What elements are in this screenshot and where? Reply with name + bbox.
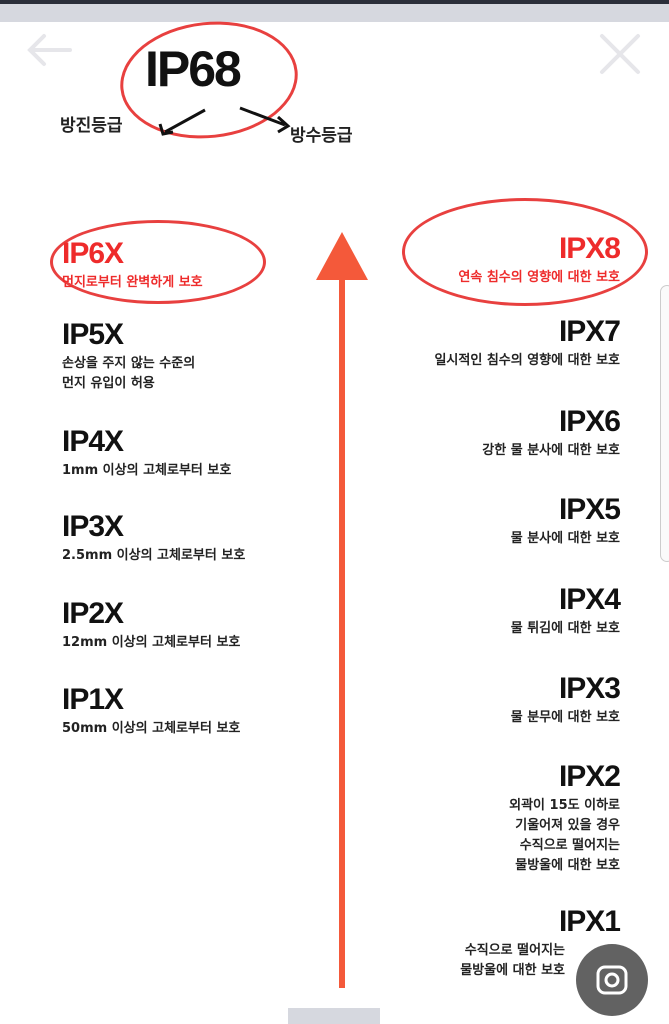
ipx8-code: IPX8 (558, 232, 621, 265)
status-bar (0, 0, 669, 4)
ipx3-description: 물 분무에 대한 보호 (510, 710, 620, 725)
ip5x-description: 손상을 주지 않는 수준의 (62, 356, 196, 371)
ipx5-code: IPX5 (558, 493, 621, 526)
ipx8-highlight-circle (402, 198, 648, 306)
bottom-bar (288, 1008, 380, 1024)
ip5x-description: 먼지 유입이 허용 (62, 376, 155, 391)
ipx8-description: 연속 침수의 영향에 대한 보호 (458, 270, 620, 285)
ipx2-description: 기울어져 있을 경우 (515, 818, 620, 833)
ipx5-description: 물 분사에 대한 보호 (510, 531, 620, 546)
water-rating-label: 방수등급 (290, 126, 353, 146)
ipx7-code: IPX7 (558, 315, 621, 348)
ipx2-description: 외곽이 15도 이하로 (509, 798, 620, 813)
ip1x-code: IP1X (62, 683, 124, 716)
page-title: IP68 (145, 41, 242, 97)
ipx2-description: 물방울에 대한 보호 (515, 858, 620, 873)
ip6x-highlight-circle (50, 220, 266, 304)
ipx4-code: IPX4 (558, 583, 621, 616)
scroll-handle[interactable] (660, 285, 669, 562)
screenshot-camera-icon (596, 965, 628, 995)
ip4x-code: IP4X (62, 425, 124, 458)
ip3x-code: IP3X (62, 510, 124, 543)
ipx6-description: 강한 물 분사에 대한 보호 (482, 443, 620, 458)
top-bar (0, 4, 669, 22)
branch-arrows (158, 106, 291, 136)
ip6x-code: IP6X (62, 237, 124, 270)
ip2x-description: 12mm 이상의 고체로부터 보호 (62, 635, 241, 650)
ipx3-code: IPX3 (558, 672, 621, 705)
ip1x-description: 50mm 이상의 고체로부터 보호 (62, 721, 241, 736)
ip3x-description: 2.5mm 이상의 고체로부터 보호 (62, 548, 246, 563)
ipx6-code: IPX6 (558, 405, 621, 438)
ip6x-description: 먼지로부터 완벽하게 보호 (62, 275, 203, 290)
ipx1-code: IPX1 (558, 905, 621, 938)
upward-arrow (316, 232, 368, 988)
ipx1-description: 물방울에 대한 보호 (460, 963, 565, 978)
screenshot-camera-button[interactable] (576, 944, 648, 1016)
ipx7-description: 일시적인 침수의 영향에 대한 보호 (434, 353, 620, 368)
arrow-left-icon[interactable] (24, 30, 74, 70)
dust-rating-label: 방진등급 (60, 116, 123, 136)
ipx4-description: 물 튀김에 대한 보호 (510, 621, 620, 636)
ip4x-description: 1mm 이상의 고체로부터 보호 (62, 463, 232, 478)
ipx2-code: IPX2 (558, 760, 621, 793)
ipx1-description: 수직으로 떨어지는 (464, 943, 565, 958)
close-x-icon[interactable] (598, 32, 642, 76)
ip2x-code: IP2X (62, 597, 124, 630)
ipx2-description: 수직으로 떨어지는 (519, 838, 620, 853)
ip5x-code: IP5X (62, 318, 124, 351)
